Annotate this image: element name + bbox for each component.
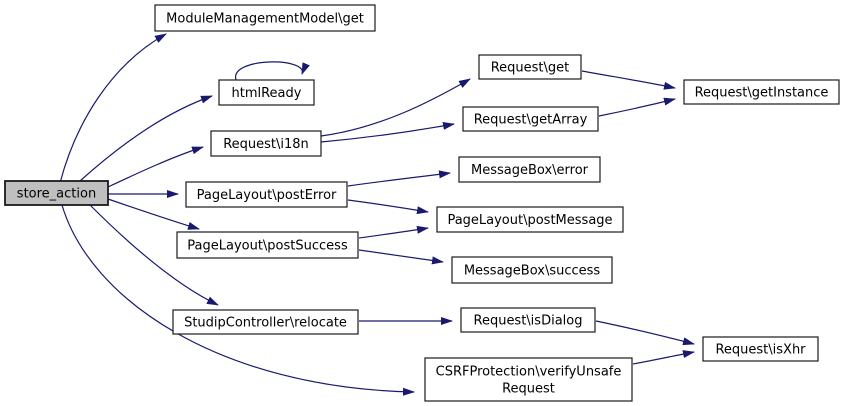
edge-pagelayout-posterror-to-messagebox-error xyxy=(347,170,451,187)
node-request-get-array[interactable]: Request\getArray xyxy=(462,106,599,132)
node-label-module-management-get: ModuleManagementModel\get xyxy=(166,12,364,27)
node-box-messagebox-error[interactable] xyxy=(458,156,601,183)
node-box-request-i18n[interactable] xyxy=(210,130,322,157)
node-label-messagebox-error: MessageBox\error xyxy=(471,163,589,178)
edge-csrfprotection-verifyunsaferequest-to-request-isxhr xyxy=(632,350,695,365)
node-label-messagebox-success: MessageBox\success xyxy=(464,264,601,279)
node-box-html-ready[interactable] xyxy=(218,79,315,106)
node-request-i18n[interactable]: Request\i18n xyxy=(210,130,322,157)
edge-store-action-to-modulemanagementmodel-get xyxy=(59,33,167,184)
edge-request-getarray-to-request-getinstance xyxy=(598,97,676,117)
node-label-pagelayout-post-error: PageLayout\postError xyxy=(197,188,337,203)
node-request-get-instance[interactable]: Request\getInstance xyxy=(683,79,840,105)
node-request-is-xhr[interactable]: Request\isXhr xyxy=(702,336,819,362)
node-label-request-i18n: Request\i18n xyxy=(223,137,309,152)
node-box-store-action[interactable] xyxy=(4,180,109,206)
node-box-request-is-dialog[interactable] xyxy=(460,307,596,333)
node-studip-relocate[interactable]: StudipController\relocate xyxy=(172,309,359,335)
edge-pagelayout-postsuccess-to-messagebox-success xyxy=(358,249,444,265)
node-box-pagelayout-post-success[interactable] xyxy=(176,231,359,259)
node-pagelayout-post-message[interactable]: PageLayout\postMessage xyxy=(436,206,624,233)
edge-store-action-to-request-i18n xyxy=(107,146,204,188)
node-box-request-get[interactable] xyxy=(478,54,582,80)
edge-request-isdialog-to-request-isxhr xyxy=(595,320,695,346)
node-label-request-get-array: Request\getArray xyxy=(474,113,588,128)
node-request-is-dialog[interactable]: Request\isDialog xyxy=(460,307,596,333)
edge-pagelayout-postsuccess-to-pagelayout-postmessage xyxy=(358,225,429,239)
node-box-pagelayout-post-message[interactable] xyxy=(436,206,624,233)
node-label-store-action: store_action xyxy=(17,187,96,202)
node-box-studip-relocate[interactable] xyxy=(172,309,359,335)
node-box-messagebox-success[interactable] xyxy=(451,256,613,284)
node-label-request-is-xhr: Request\isXhr xyxy=(715,343,806,358)
node-store-action[interactable]: store_action xyxy=(4,180,109,206)
node-messagebox-success[interactable]: MessageBox\success xyxy=(451,256,613,284)
node-label-studip-relocate: StudipController\relocate xyxy=(184,316,347,331)
node-pagelayout-post-success[interactable]: PageLayout\postSuccess xyxy=(176,231,359,259)
node-messagebox-error[interactable]: MessageBox\error xyxy=(458,156,601,183)
edge-request-i18n-to-request-get xyxy=(320,78,471,137)
edge-store-action-to-htmlready xyxy=(79,95,213,182)
node-label-request-get: Request\get xyxy=(491,61,570,76)
node-box-module-management-get[interactable] xyxy=(154,4,376,32)
edge-pagelayout-posterror-to-pagelayout-postmessage xyxy=(347,199,429,215)
node-label-request-get-instance: Request\getInstance xyxy=(695,86,829,101)
node-pagelayout-post-error[interactable]: PageLayout\postError xyxy=(185,181,348,208)
node-label-pagelayout-post-message: PageLayout\postMessage xyxy=(447,213,612,228)
node-label-csrf-verify-unsafe-line1: CSRFProtection\verifyUnsafe xyxy=(436,365,622,380)
edge-store-action-to-studipcontroller-relocate xyxy=(89,204,219,306)
edge-request-i18n-to-request-getarray xyxy=(320,122,455,143)
node-box-request-get-instance[interactable] xyxy=(683,79,840,105)
node-label-html-ready: htmlReady xyxy=(232,86,302,101)
node-html-ready[interactable]: htmlReady xyxy=(218,79,315,106)
node-box-request-is-xhr[interactable] xyxy=(702,336,819,362)
node-box-request-get-array[interactable] xyxy=(462,106,599,132)
node-request-get[interactable]: Request\get xyxy=(478,54,582,80)
node-label-request-is-dialog: Request\isDialog xyxy=(474,314,583,329)
edge-htmlready-to-htmlready xyxy=(235,61,310,81)
node-module-management-get[interactable]: ModuleManagementModel\get xyxy=(154,4,376,32)
edge-request-get-to-request-getinstance xyxy=(581,70,676,90)
node-box-pagelayout-post-error[interactable] xyxy=(185,181,348,208)
edge-store-action-to-pagelayout-postsuccess xyxy=(107,198,200,230)
node-label-csrf-verify-unsafe-line2: Request xyxy=(502,382,555,397)
node-box-csrf-verify-unsafe[interactable] xyxy=(424,357,633,402)
node-label-pagelayout-post-success: PageLayout\postSuccess xyxy=(187,239,348,254)
